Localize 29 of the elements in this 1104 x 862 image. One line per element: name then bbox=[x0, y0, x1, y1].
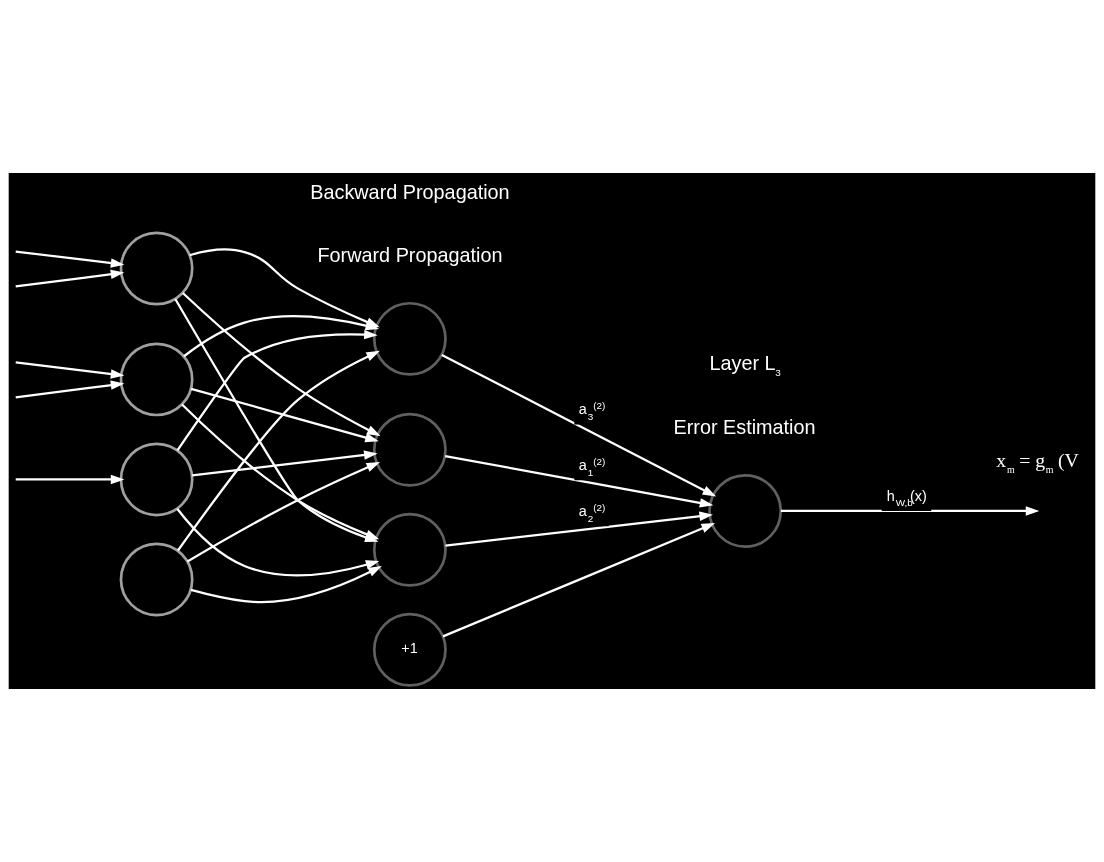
arrow bbox=[15, 361, 125, 379]
label: Layer L$_{3}$ bbox=[709, 352, 781, 378]
node-circle bbox=[119, 442, 194, 517]
arrow bbox=[441, 353, 717, 497]
node-circle: +1 bbox=[372, 612, 447, 687]
arrow bbox=[15, 474, 125, 485]
arrow bbox=[190, 565, 382, 604]
node-circle bbox=[708, 474, 783, 548]
node-circle bbox=[119, 231, 194, 306]
arrow bbox=[190, 387, 379, 443]
node-circle bbox=[372, 301, 447, 376]
label: Backward Propagation bbox=[310, 180, 510, 203]
arrow bbox=[442, 523, 716, 638]
node-circle bbox=[119, 542, 194, 617]
label: Forward Propagation bbox=[317, 243, 503, 266]
node-circle bbox=[372, 412, 447, 487]
arrow bbox=[15, 250, 125, 268]
arrow bbox=[192, 450, 378, 477]
arrow bbox=[15, 380, 125, 399]
arrow bbox=[445, 511, 713, 547]
node-circle bbox=[372, 512, 447, 587]
arrow bbox=[189, 248, 380, 328]
label: Error Estimation bbox=[673, 416, 816, 439]
node-circle bbox=[119, 342, 194, 417]
label: x$_{m}$ = g$_{m}$ (V bbox=[996, 449, 1079, 475]
edge-label: h$_{W,b}$(x) bbox=[886, 487, 927, 509]
arrow bbox=[15, 269, 125, 288]
arrow bbox=[176, 329, 378, 451]
arrow bbox=[780, 506, 1040, 516]
